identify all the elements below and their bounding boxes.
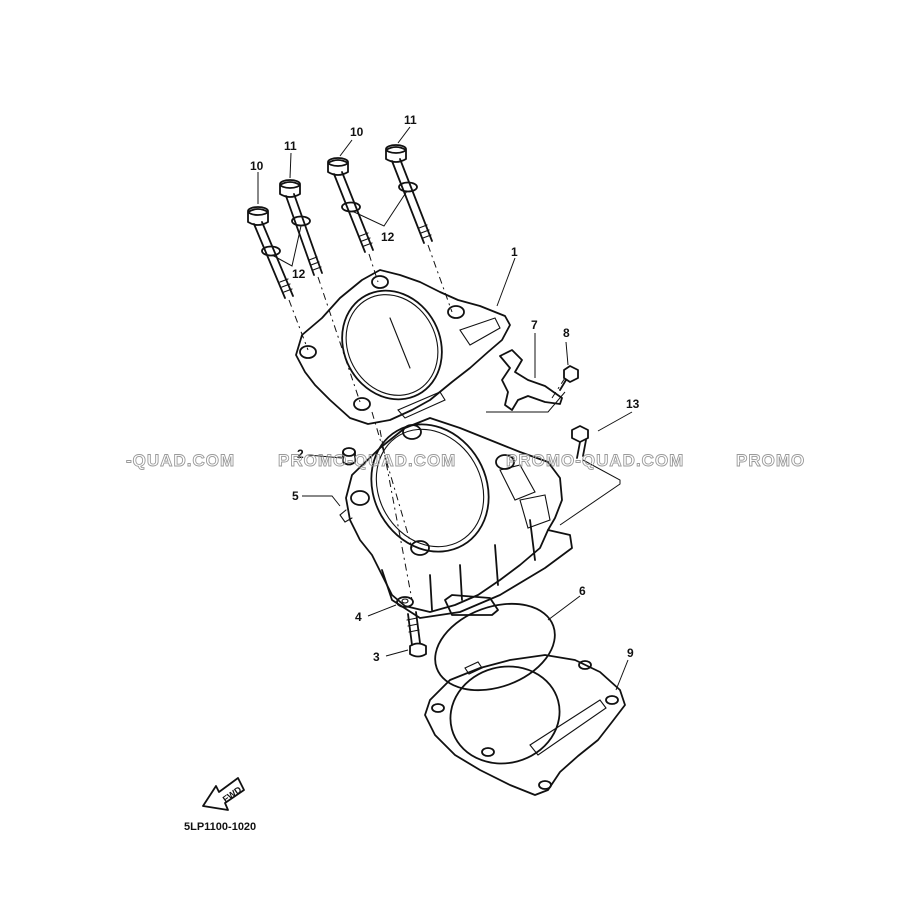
washer-4 [396,596,414,608]
diagram-code: 5LP1100-1020 [184,821,257,833]
callout-4: 4 [355,610,362,624]
bolt-10-left [247,206,294,299]
clamp-7 [499,349,563,411]
watermark-segment: PROMO-QUAD.COM [506,451,684,470]
callout-6: 6 [579,584,586,598]
bolt-3 [406,611,427,658]
screw-8 [559,365,579,391]
callout-9: 9 [627,646,634,660]
o-ring-6 [434,602,556,692]
watermark-segment: PROMO [736,451,805,470]
bolt-11-right [385,144,433,244]
callout-13: 13 [626,397,640,411]
callout-5: 5 [292,489,299,503]
bolt-10-right [327,157,374,253]
callout-11-right: 11 [404,113,417,127]
callout-2: 2 [297,447,304,461]
callout-1: 1 [511,245,518,259]
assembly-lines [288,244,566,601]
callout-12-right: 12 [381,230,395,244]
cylinder-body-5 [339,417,573,619]
callout-10-right: 10 [350,125,364,139]
leader-lines [257,126,633,691]
cylinder-base-gasket-9 [424,654,626,796]
callout-11-left: 11 [284,139,297,153]
bolt-13 [571,425,589,459]
watermark-segment: -QUAD.COM [126,451,235,470]
callout-labels: 10 11 10 11 12 12 1 7 8 13 2 5 4 3 6 9 [250,113,640,664]
cylinder-head-gasket-1 [295,269,511,425]
callout-8: 8 [563,326,570,340]
fwd-arrow-icon: FWD [202,777,245,811]
washer-12-group [261,181,418,257]
watermark-segment: PROMO-QUAD.COM [278,451,456,470]
callout-12-left: 12 [292,267,306,281]
callout-7: 7 [531,318,538,332]
watermark: -QUAD.COM PROMO-QUAD.COM PROMO-QUAD.COM … [126,451,805,471]
callout-3: 3 [373,650,380,664]
callout-10-left: 10 [250,159,264,173]
dowel-pin-2 [342,447,356,466]
bolt-11-left [279,179,323,276]
